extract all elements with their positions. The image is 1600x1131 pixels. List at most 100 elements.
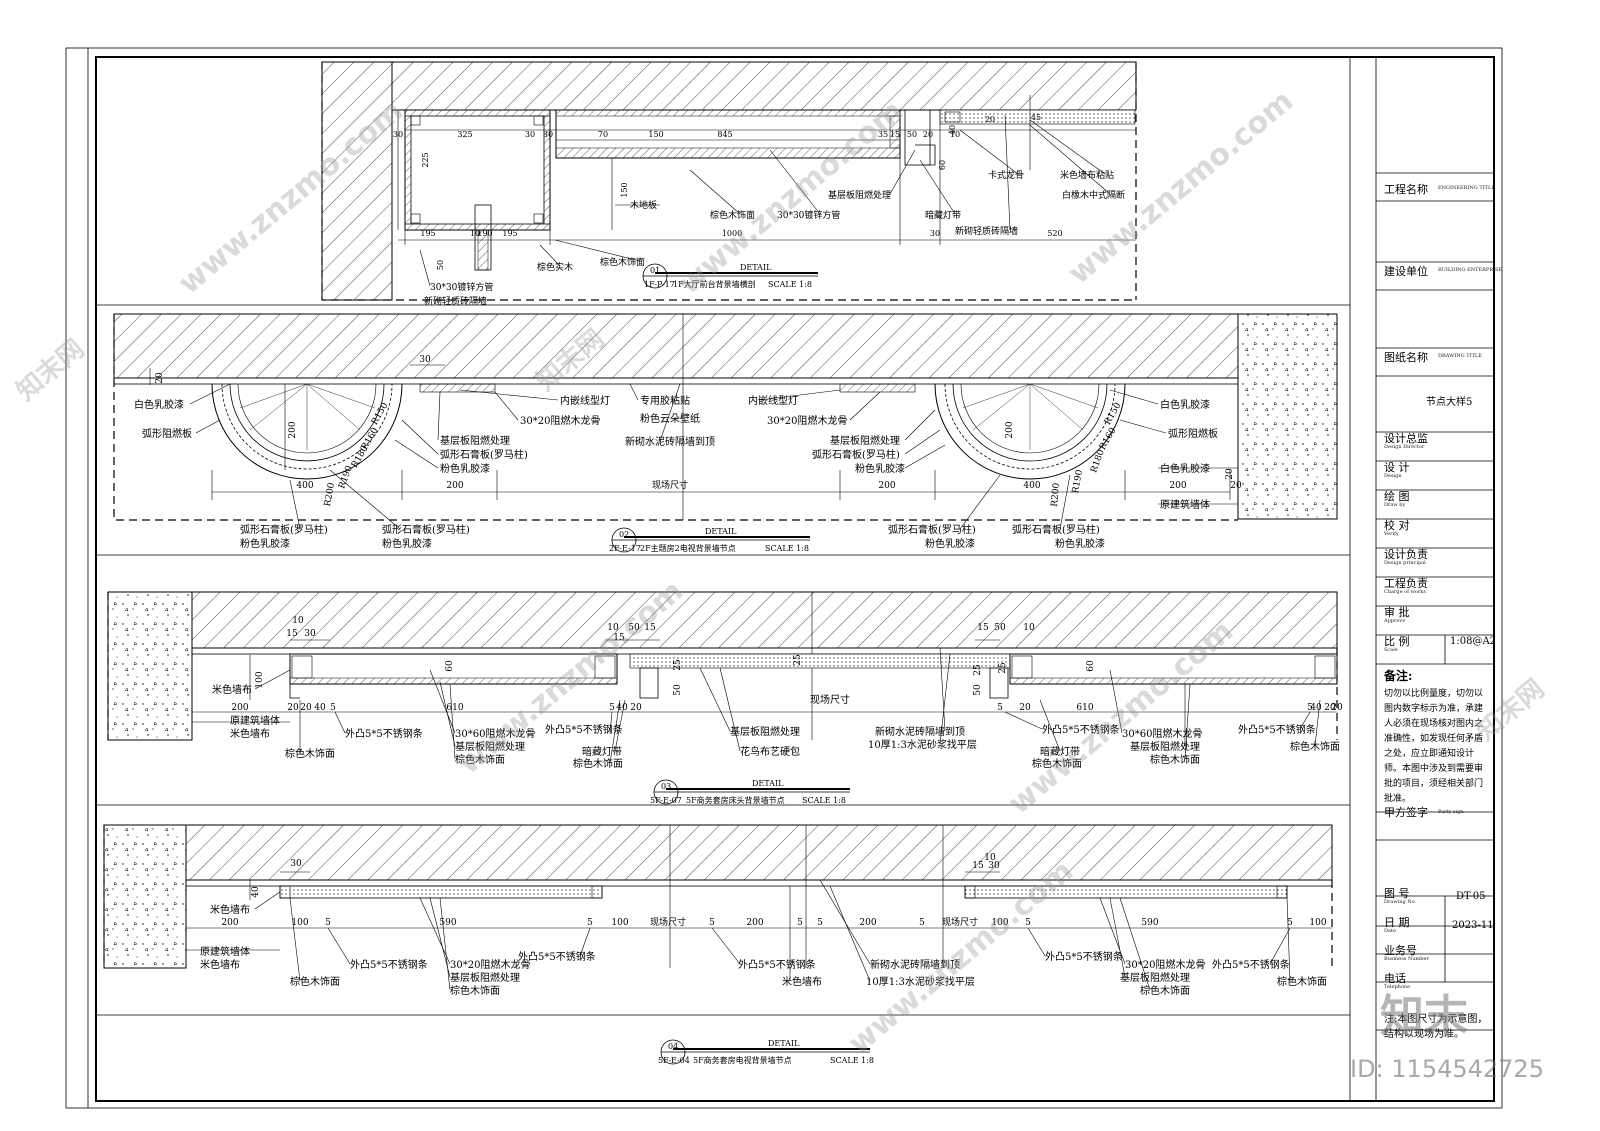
- drawing-no-en: Drawing No.: [1384, 899, 1417, 905]
- svg-text:200: 200: [288, 421, 298, 438]
- svg-text:基层板阻燃处理: 基层板阻燃处理: [1130, 740, 1200, 753]
- svg-text:外凸5*5不锈钢条: 外凸5*5不锈钢条: [738, 958, 816, 971]
- svg-text:5: 5: [817, 918, 823, 928]
- svg-text:15: 15: [286, 629, 298, 639]
- svg-text:R200: R200: [1050, 482, 1062, 507]
- svg-text:棕色木饰面: 棕色木饰面: [1277, 975, 1327, 988]
- svg-text:150: 150: [648, 130, 663, 139]
- detail-01-scale: SCALE 1:8: [768, 280, 812, 289]
- svg-text:暗藏灯带: 暗藏灯带: [925, 209, 961, 221]
- remarks-text: 切勿以比例量度，切勿以图内数字标示为准，承建人必须在现场核对图内之准确性，如发现…: [1384, 689, 1484, 804]
- svg-text:40: 40: [1310, 703, 1322, 713]
- detail-03-title: 5F商务套房床头背景墙节点: [686, 795, 785, 805]
- svg-text:现场尺寸: 现场尺寸: [810, 693, 850, 706]
- svg-text:10: 10: [1023, 623, 1035, 633]
- drawing-en: DRAWING TITLE: [1438, 353, 1482, 359]
- svg-text:原建筑墙体: 原建筑墙体: [200, 945, 250, 958]
- svg-text:米色墙布: 米色墙布: [782, 975, 822, 988]
- svg-text:棕色木饰面: 棕色木饰面: [285, 747, 335, 760]
- svg-text:粉色乳胶漆: 粉色乳胶漆: [925, 537, 975, 550]
- svg-text:外凸5*5不锈钢条: 外凸5*5不锈钢条: [1212, 958, 1290, 971]
- svg-text:15: 15: [890, 130, 900, 139]
- svg-text:195: 195: [502, 229, 517, 238]
- svg-text:内嵌线型灯: 内嵌线型灯: [560, 394, 610, 407]
- svg-text:5: 5: [1307, 703, 1313, 713]
- charge-label: 工程负责: [1384, 577, 1428, 590]
- svg-text:30: 30: [525, 130, 535, 139]
- svg-text:40: 40: [314, 703, 326, 713]
- remarks-label: 备注:: [1384, 669, 1413, 683]
- svg-text:外凸5*5不锈钢条: 外凸5*5不锈钢条: [1042, 723, 1120, 736]
- svg-text:弧形石膏板(罗马柱): 弧形石膏板(罗马柱): [1012, 523, 1100, 536]
- svg-text:原建筑墙体: 原建筑墙体: [230, 714, 280, 727]
- scale-label: 比 例: [1384, 635, 1410, 648]
- project-en: ENGINEERING TITLE: [1438, 185, 1495, 191]
- verify-en: Verify: [1384, 531, 1399, 537]
- svg-text:棕色木饰面: 棕色木饰面: [455, 753, 505, 766]
- svg-text:45: 45: [1031, 113, 1041, 122]
- svg-text:现场尺寸: 现场尺寸: [942, 916, 978, 928]
- drawing-label: 图纸名称: [1384, 351, 1428, 364]
- svg-text:30*20阻燃木龙骨: 30*20阻燃木龙骨: [767, 414, 847, 427]
- svg-text:白橡木中式隔断: 白橡木中式隔断: [1062, 189, 1125, 201]
- svg-text:40: 40: [616, 703, 628, 713]
- svg-text:520: 520: [1047, 229, 1062, 238]
- svg-text:30*60阻燃木龙骨: 30*60阻燃木龙骨: [455, 727, 535, 740]
- svg-text:40: 40: [948, 125, 957, 135]
- outer-frame: [65, 47, 1503, 1109]
- svg-text:20: 20: [287, 703, 299, 713]
- svg-text:195: 195: [420, 229, 435, 238]
- svg-text:棕色木饰面: 棕色木饰面: [450, 984, 500, 997]
- svg-text:新砌轻质砖隔墙: 新砌轻质砖隔墙: [424, 295, 487, 307]
- svg-text:暗藏灯带: 暗藏灯带: [1040, 745, 1080, 758]
- svg-text:20: 20: [1324, 703, 1336, 713]
- svg-text:外凸5*5不锈钢条: 外凸5*5不锈钢条: [1238, 723, 1316, 736]
- svg-text:35: 35: [878, 130, 888, 139]
- party-sign-label: 甲方签字: [1384, 806, 1428, 819]
- detail-02-num: 02: [619, 530, 629, 539]
- svg-text:5: 5: [919, 918, 925, 928]
- design-en: Design: [1384, 473, 1402, 479]
- party-sign-en: Party sign: [1438, 809, 1464, 815]
- svg-text:新砌水泥砖隔墙到顶: 新砌水泥砖隔墙到顶: [870, 958, 960, 971]
- svg-text:50: 50: [973, 684, 983, 696]
- svg-text:25: 25: [793, 654, 803, 666]
- svg-text:200: 200: [859, 918, 876, 928]
- svg-text:30: 30: [543, 130, 553, 139]
- svg-text:弧形石膏板(罗马柱): 弧形石膏板(罗马柱): [382, 523, 470, 536]
- title-block-grid: [1349, 56, 1495, 1102]
- detail-03-scale: SCALE 1:8: [802, 796, 846, 805]
- svg-text:R180: R180: [1089, 448, 1107, 474]
- svg-text:25: 25: [998, 662, 1008, 674]
- business-label: 业务号: [1384, 944, 1417, 957]
- svg-text:基层板阻燃处理: 基层板阻燃处理: [455, 740, 525, 753]
- design-director-en: Design Director: [1384, 444, 1425, 450]
- svg-text:R190: R190: [1071, 469, 1085, 495]
- svg-text:粉色乳胶漆: 粉色乳胶漆: [1055, 537, 1105, 550]
- svg-text:190: 190: [477, 229, 492, 238]
- svg-text:白色乳胶漆: 白色乳胶漆: [1160, 462, 1210, 475]
- svg-text:325: 325: [457, 130, 472, 139]
- date-label: 日 期: [1384, 916, 1410, 929]
- drawing-no-label: 图 号: [1384, 887, 1410, 900]
- footer-note: 注:本图尺寸为示意图，结构以现场为准。: [1384, 1014, 1488, 1040]
- detail-03-ref: 5F-E-07: [650, 796, 682, 805]
- svg-text:棕色木饰面: 棕色木饰面: [1140, 984, 1190, 997]
- svg-text:200: 200: [446, 481, 463, 491]
- svg-text:棕色木饰面: 棕色木饰面: [573, 757, 623, 770]
- svg-text:基层板阻燃处理: 基层板阻燃处理: [730, 725, 800, 738]
- svg-text:5: 5: [709, 918, 715, 928]
- svg-text:200: 200: [1169, 481, 1186, 491]
- svg-text:20: 20: [155, 372, 165, 384]
- svg-text:30: 30: [393, 130, 403, 139]
- svg-text:15: 15: [977, 623, 989, 633]
- svg-text:30: 30: [419, 355, 431, 365]
- svg-text:25: 25: [973, 664, 983, 676]
- svg-text:花鸟布艺硬包: 花鸟布艺硬包: [740, 745, 800, 758]
- svg-text:粉色乳胶漆: 粉色乳胶漆: [440, 462, 490, 475]
- svg-text:30: 30: [988, 861, 1000, 871]
- svg-text:100: 100: [1309, 918, 1326, 928]
- svg-text:60: 60: [1086, 660, 1096, 672]
- svg-text:基层板阻燃处理: 基层板阻燃处理: [830, 434, 900, 447]
- detail-03-word: DETAIL: [752, 779, 784, 788]
